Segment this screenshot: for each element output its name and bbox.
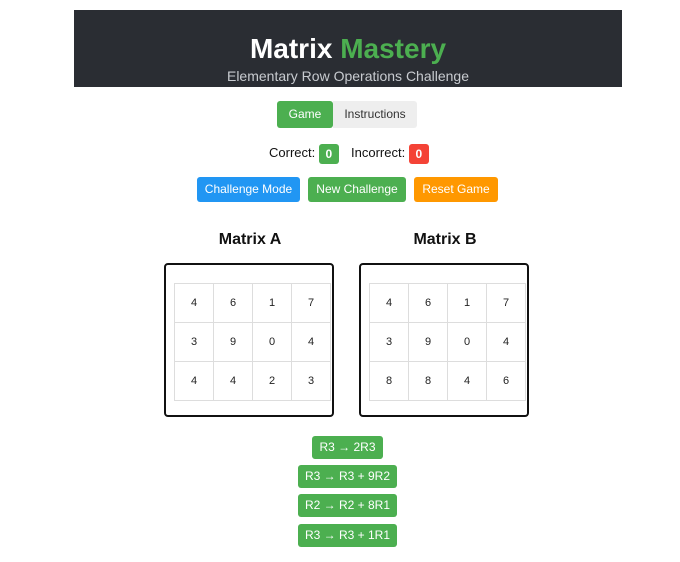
matrix-cell: 4 [174,283,214,323]
operation-option-button[interactable]: R3 → R3 + 9R2 [298,465,397,488]
matrix-cell: 4 [486,322,526,362]
operation-option-button[interactable]: R2 → R2 + 8R1 [298,494,397,517]
matrix-row: 4 6 1 7 [369,283,526,323]
incorrect-score: Incorrect: 0 [351,142,429,164]
tab-instructions[interactable]: Instructions [333,101,417,128]
tab-bar: Game Instructions [277,101,417,128]
correct-label: Correct: [269,145,316,160]
challenge-mode-button[interactable]: Challenge Mode [197,177,300,202]
matrix-b-panel: 4 6 1 7 3 9 0 4 8 8 4 6 [359,263,529,417]
matrix-a-title: Matrix A [218,231,282,248]
matrix-cell: 6 [486,361,526,401]
matrix-cell: 7 [486,283,526,323]
matrix-cell: 9 [213,322,253,362]
reset-game-button[interactable]: Reset Game [414,177,498,202]
matrix-cell: 1 [447,283,487,323]
matrix-cell: 4 [213,361,253,401]
matrix-cell: 9 [408,322,448,362]
app-header: Matrix Mastery Elementary Row Operations… [74,10,622,87]
title-main: Matrix [249,33,333,64]
matrix-row: 4 6 1 7 [174,283,331,323]
matrix-cell: 4 [447,361,487,401]
operation-option-button[interactable]: R3 → R3 + 1R1 [298,524,397,547]
matrix-cell: 0 [447,322,487,362]
matrix-cell: 3 [369,322,409,362]
matrix-a-panel: 4 6 1 7 3 9 0 4 4 4 2 3 [164,263,334,417]
operation-option-button[interactable]: R3 → 2R3 [312,436,383,459]
matrix-row: 4 4 2 3 [174,361,331,401]
matrix-cell: 7 [291,283,331,323]
correct-count-badge: 0 [318,143,339,164]
matrix-cell: 8 [369,361,409,401]
matrix-a-grid: 4 6 1 7 3 9 0 4 4 4 2 3 [174,283,331,401]
matrix-cell: 4 [174,361,214,401]
matrix-cell: 8 [408,361,448,401]
matrix-cell: 0 [252,322,292,362]
matrix-cell: 2 [252,361,292,401]
matrix-cell: 3 [291,361,331,401]
new-challenge-button[interactable]: New Challenge [308,177,406,202]
matrix-cell: 4 [369,283,409,323]
matrix-cell: 6 [408,283,448,323]
app-title: Matrix Mastery [74,31,622,67]
matrix-cell: 4 [291,322,331,362]
title-accent: Mastery [340,33,447,64]
matrix-b-grid: 4 6 1 7 3 9 0 4 8 8 4 6 [369,283,526,401]
matrix-row: 3 9 0 4 [369,322,526,362]
matrix-cell: 6 [213,283,253,323]
incorrect-count-badge: 0 [408,143,429,164]
matrix-b-title: Matrix B [413,231,477,248]
matrix-row: 8 8 4 6 [369,361,526,401]
correct-score: Correct: 0 [269,142,339,164]
tab-game[interactable]: Game [277,101,333,128]
incorrect-label: Incorrect: [351,145,406,160]
matrix-row: 3 9 0 4 [174,322,331,362]
matrix-cell: 1 [252,283,292,323]
matrix-cell: 3 [174,322,214,362]
app-subtitle: Elementary Row Operations Challenge [226,68,469,84]
